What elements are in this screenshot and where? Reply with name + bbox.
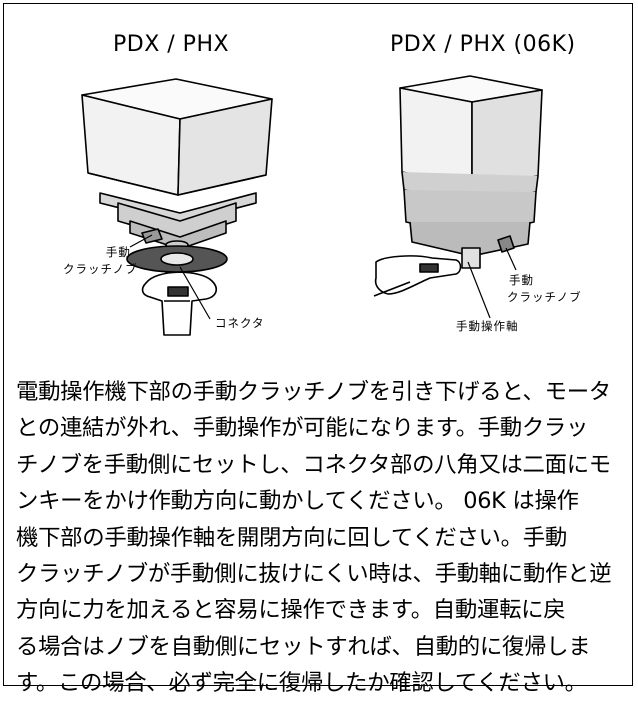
callout-manual-shaft: 手動操作軸 (456, 319, 519, 333)
callout-clutch-right-line1: 手動 (509, 273, 534, 287)
body-line: チノブを手動側にセットし、コネクタ部の八角又は二面にモ (16, 451, 611, 478)
clutch-knob-right (497, 235, 515, 253)
callout-clutch-left: 手動 クラッチノブ (63, 244, 138, 278)
body-line: ンキーをかけ作動方向に動かしてください。 06K は操作 (16, 488, 579, 515)
wrench (141, 271, 218, 336)
wrench-06k (374, 255, 462, 295)
body-line: 方向に力を加えると容易に操作できます。自動運転に戻 (16, 597, 566, 624)
body-line: る場合はノブを自動側にセットすれば、自動的に復帰しま (16, 633, 591, 660)
body-line: との連結が外れ、手動操作が可能になります。手動クラッ (16, 415, 589, 442)
callout-clutch-left-line2: クラッチノブ (63, 262, 138, 276)
actuator-housing-right-06k (471, 89, 543, 187)
instruction-body: 電動操作機下部の手動クラッチノブを引き下げると、モータ との連結が外れ、手動操作… (16, 374, 622, 702)
callout-clutch-left-line1: 手動 (105, 245, 131, 259)
body-line: す。この場合、必ず完全に復帰したか確認してください。 (16, 670, 587, 697)
manual-shaft (461, 247, 481, 269)
model-title-pdx-phx-06k: PDX / PHX (06K) (390, 32, 576, 57)
body-line: クラッチノブが手動側に抜けにくい時は、手動軸に動作と逆 (16, 561, 612, 588)
body-line: 機下部の手動操作軸を開閉方向に回してください。手動 (16, 524, 567, 551)
body-line: 電動操作機下部の手動クラッチノブを引き下げると、モータ (16, 379, 611, 405)
actuator-illustration-left (81, 78, 273, 336)
callout-clutch-right: 手動 クラッチノブ (507, 272, 582, 306)
actuator-housing-left-06k (399, 87, 473, 187)
actuator-illustration-right (373, 75, 543, 319)
callout-clutch-right-line2: クラッチノブ (507, 290, 582, 304)
callout-connector: コネクタ (215, 316, 265, 330)
model-title-pdx-phx: PDX / PHX (113, 32, 230, 57)
